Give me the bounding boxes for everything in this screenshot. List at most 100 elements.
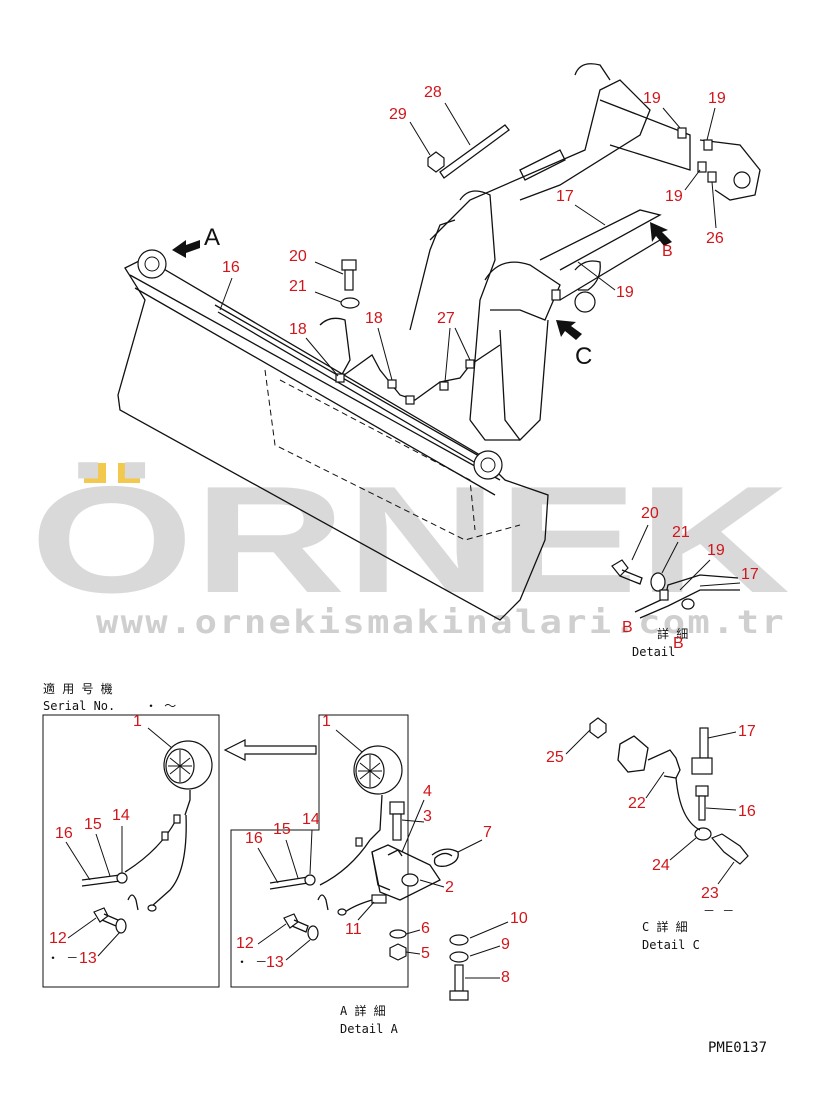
detail-c-nut-25: [589, 717, 607, 739]
detail-a-leader-4: [401, 799, 425, 853]
serial-leader-16: [65, 841, 91, 881]
hidden-lines-2: [279, 379, 476, 531]
fitting-19b: [703, 139, 713, 151]
detail-a-cable-b: [269, 882, 309, 890]
callout-19-top-left: 19: [643, 90, 661, 107]
view-label-c: C: [575, 343, 592, 370]
detail-c-block: [691, 757, 713, 775]
view-label-b: B: [662, 243, 673, 260]
detail-a-wire-a: [319, 839, 371, 886]
detail-b-callout-21: 21: [672, 524, 690, 541]
nut-29: [427, 151, 445, 173]
detail-c-pipe-17: [699, 727, 709, 759]
detail-a-callout-16: 16: [245, 830, 263, 847]
detail-a-callout-1: 1: [322, 713, 331, 730]
leader-19a: [662, 107, 681, 129]
detail-c-leader-23: [717, 861, 735, 885]
detail-c-callout-16: 16: [738, 803, 756, 820]
detail-a-bolt8-shank: [454, 964, 464, 992]
detail-c-dash-mark: － －: [703, 904, 734, 918]
detail-a-clip: [317, 894, 329, 911]
detail-c-washer-24: [694, 827, 712, 841]
main-view: A B C 29 28 19 19 17 19 26 20: [117, 63, 761, 621]
callout-19-top-right: 19: [708, 90, 726, 107]
fitting-26: [707, 171, 717, 183]
frame-cross: [484, 261, 561, 321]
detail-a-callout-2: 2: [445, 879, 454, 896]
detail-a-washer-9: [449, 951, 469, 963]
detail-a-leader-5: [405, 951, 421, 955]
callout-17: 17: [556, 188, 574, 205]
detail-c-title-en: Detail C: [642, 938, 700, 952]
serial-dash-mark: ・ －: [47, 951, 78, 965]
detail-a-title-jp: A 詳 細: [340, 1003, 386, 1018]
callout-19-mid: 19: [665, 188, 683, 205]
serial-leader-1: [147, 727, 173, 749]
right-bracket: [699, 139, 761, 201]
leader-28: [444, 102, 471, 146]
view-arrow-a: A: [172, 224, 220, 258]
detail-b-clip: [659, 589, 669, 601]
detail-b-callout-17: 17: [741, 566, 759, 583]
hidden-lines: [264, 369, 521, 541]
detail-a-bolt8-head: [449, 990, 469, 1001]
detail-a-bolt-shank: [291, 919, 309, 933]
callout-27: 27: [437, 310, 455, 327]
detail-a-callout-10: 10: [510, 910, 528, 927]
serial-callout-16: 16: [55, 825, 73, 842]
detail-c-bracket-22: [647, 749, 681, 779]
serial-lamp-grid: [168, 750, 192, 782]
detail-b-leader-21: [661, 541, 679, 574]
detail-a-boss: [401, 873, 419, 887]
drawing-code: PME0137: [708, 1040, 767, 1056]
serial-grommet: [116, 872, 128, 884]
rod-28: [439, 124, 510, 179]
detail-c-callout-24: 24: [652, 857, 670, 874]
leader-26: [711, 181, 717, 229]
callout-18-left: 18: [289, 321, 307, 338]
main-callouts: 29 28 19 19 17 19 26 20 21 16 18 18 27: [219, 84, 726, 383]
leader-21: [314, 291, 342, 303]
detail-b-leader-17: [699, 582, 741, 587]
serial-terminal: [147, 904, 157, 912]
serial-connector-b: [161, 831, 169, 841]
detail-b-callout-20: 20: [641, 505, 659, 522]
detail-c-leader-22: [645, 771, 665, 799]
detail-b: 20 21 19 17 B 詳 細 Detail B: [611, 505, 759, 659]
serial-leader-13: [97, 931, 121, 957]
leader-19d: [577, 261, 616, 291]
detail-b-bolt-head: [611, 559, 629, 577]
detail-a: 1 16 15 14 12 13 ・ － 4 3 7 2 11 6 5 10 9…: [230, 713, 528, 1036]
washer-21: [340, 297, 360, 309]
detail-a-bolt3-shank: [392, 813, 402, 841]
frame-leg: [499, 319, 549, 441]
callout-19-lower: 19: [616, 284, 634, 301]
detail-b-suffix: B: [673, 635, 684, 652]
clamp-18a: [335, 373, 345, 383]
serial-wire-b: [124, 819, 177, 873]
detail-a-callout-14: 14: [302, 811, 320, 828]
frame-top: [429, 79, 651, 241]
detail-a-callout-6: 6: [421, 920, 430, 937]
left-lug-hole: [144, 256, 160, 272]
detail-c-title-jp: C 詳 細: [642, 919, 688, 934]
leader-18a: [305, 337, 339, 377]
detail-a-leader-14: [309, 829, 313, 875]
detail-a-lamp-grid: [358, 755, 382, 787]
right-lug: [473, 450, 503, 480]
detail-b-leader-20: [631, 524, 649, 561]
serial-cable-b: [81, 880, 121, 887]
detail-b-title-en: Detail: [632, 645, 675, 659]
detail-a-callout-15: 15: [273, 821, 291, 838]
right-lug-hole: [480, 457, 496, 473]
serial-header-en: Serial No.: [43, 699, 115, 713]
callout-29: 29: [389, 106, 407, 123]
serial-panel-frame: [42, 714, 220, 988]
left-lug: [137, 249, 167, 279]
view-arrow-b-icon: [650, 222, 672, 246]
leader-27a: [444, 327, 451, 383]
detail-b-bracket-b: [639, 589, 740, 619]
serial-connector-a: [173, 814, 181, 824]
fitting-19c: [697, 161, 707, 173]
leader-18b: [377, 327, 393, 381]
